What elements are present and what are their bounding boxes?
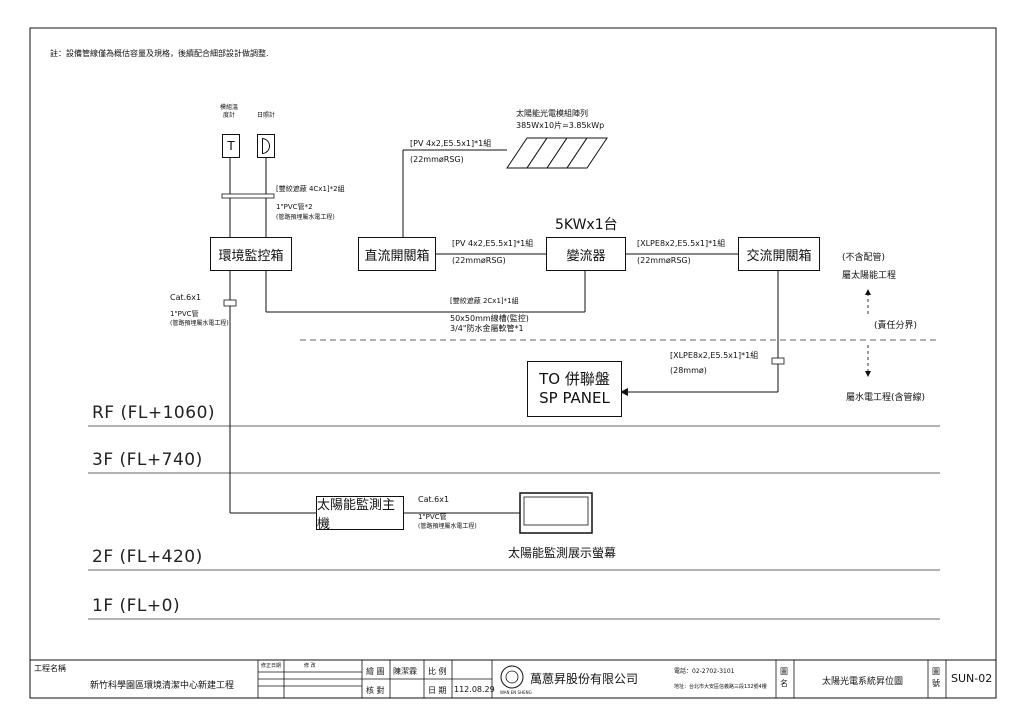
drawing-no-label: 圖號 <box>932 667 940 688</box>
pv-array-spec: 385Wx10片=3.85kWp <box>516 121 605 130</box>
display-label: 太陽能監測展示螢幕 <box>508 546 617 560</box>
sp-panel-line2: SP PANEL <box>539 389 610 407</box>
floor-label-2f: 2F (FL+420) <box>92 547 203 567</box>
ac-switch-box: 交流開關箱 <box>738 237 820 271</box>
date-value: 112.08.29 <box>454 685 495 694</box>
design-note: 註：設備管線僅為概估容量及規格，後續配合細部設計做調整. <box>50 49 269 58</box>
irradiance-sensor-label: 日照計 <box>257 112 276 119</box>
revision-date-label: 修正日期 <box>261 663 282 669</box>
cable-inverter-ac-conduit: (22mmøRSG) <box>637 256 691 265</box>
temp-sensor-label: 模組溫度計 <box>220 104 239 119</box>
cable-pv-top-conduit: (22mmøRSG) <box>410 155 464 164</box>
inverter-box: 變流器 <box>546 237 626 271</box>
drawn-by-label: 繪 圖 <box>366 667 385 676</box>
cable-signal-top-note: (管路預埋屬水電工程) <box>276 214 335 221</box>
cable-inverter-ac: [XLPE8x2,E5.5x1]*1組 <box>637 239 726 248</box>
cable-signal-mid: [雙絞遮蔽 2Cx1]*1組 <box>450 297 519 305</box>
cable-cat6-left-note: (管路預埋屬水電工程) <box>170 320 229 327</box>
project-label: 工程名稱 <box>34 664 66 673</box>
floor-label-1f: 1F (FL+0) <box>92 596 181 616</box>
company-logo-icon <box>500 665 524 689</box>
drawing-name-label: 圖名 <box>780 667 788 688</box>
scope-solar: 屬太陽能工程 <box>842 271 897 281</box>
cable-pv-top: [PV 4x2,E5.5x1]*1組 <box>410 139 492 148</box>
display-screen-icon <box>519 492 593 534</box>
cable-signal-top-conduit: 1"PVC管*2 <box>276 203 313 211</box>
temp-sensor-symbol: T <box>227 139 235 153</box>
temp-sensor-icon: T <box>222 134 240 158</box>
cable-ac-sp: [XLPE8x2,E5.5x1]*1組 <box>670 351 759 360</box>
dc-switch-box: 直流開關箱 <box>358 237 436 271</box>
inverter-title: 5KWx1台 <box>555 217 618 233</box>
floor-label-3f: 3F (FL+740) <box>92 450 203 470</box>
cable-dc-inverter: [PV 4x2,E5.5x1]*1組 <box>452 239 534 248</box>
monitor-host-box: 太陽能監測主機 <box>316 496 404 532</box>
date-label: 日 期 <box>428 686 447 695</box>
cable-ac-sp-conduit: (28mmø) <box>670 366 707 375</box>
floor-label-rf: RF (FL+1060) <box>92 403 216 423</box>
checked-by-label: 核 對 <box>366 686 385 695</box>
cable-signal-top: [雙絞遮蔽 4Cx1]*2組 <box>276 185 345 193</box>
cable-cat6-left: Cat.6x1 <box>170 293 202 302</box>
drawing-name: 太陽光電系統昇位圖 <box>822 677 904 687</box>
scope-plumbing: 屬水電工程(含管線) <box>846 393 926 403</box>
pv-array-icon <box>506 137 608 169</box>
env-monitor-box: 環境監控箱 <box>210 237 292 271</box>
cable-tray: 50x50mm線槽(監控) <box>450 314 529 323</box>
scope-boundary: (責任分界) <box>874 321 918 331</box>
company-name: 萬蒽昇股份有限公司 <box>530 672 639 686</box>
sp-panel-box: TO 併聯盤 SP PANEL <box>527 361 622 417</box>
drawn-by-name: 陳潔霖 <box>393 667 417 676</box>
company-address: 地址：台北市大安區信義路三段132號4樓 <box>674 684 767 690</box>
revision-content-label: 修 改 <box>304 663 316 669</box>
cable-cat6-bottom: Cat.6x1 <box>418 495 450 504</box>
scale-label: 比 例 <box>428 667 447 676</box>
company-phone: 電話：02-2702-3101 <box>674 668 735 675</box>
cable-cat6-left-conduit: 1"PVC管 <box>170 310 199 318</box>
cable-cat6-bottom-note: (管路預埋屬水電工程) <box>418 523 477 530</box>
sp-panel-line1: TO 併聯盤 <box>539 370 610 388</box>
pv-array-title: 太陽能光電模組陣列 <box>516 109 588 118</box>
cable-dc-inverter-conduit: (22mmøRSG) <box>452 256 506 265</box>
project-name: 新竹科學園區環境清潔中心新建工程 <box>90 681 235 691</box>
irradiance-sensor-icon <box>257 134 275 158</box>
cable-flex-conduit: 3/4"防水金屬軟管*1 <box>450 324 524 333</box>
drawing-no: SUN-02 <box>951 672 993 685</box>
cable-cat6-bottom-conduit: 1"PVC管 <box>418 513 447 521</box>
scope-no-pipe: (不含配管) <box>842 253 886 263</box>
company-en: WAN EN SHENG <box>500 690 532 695</box>
